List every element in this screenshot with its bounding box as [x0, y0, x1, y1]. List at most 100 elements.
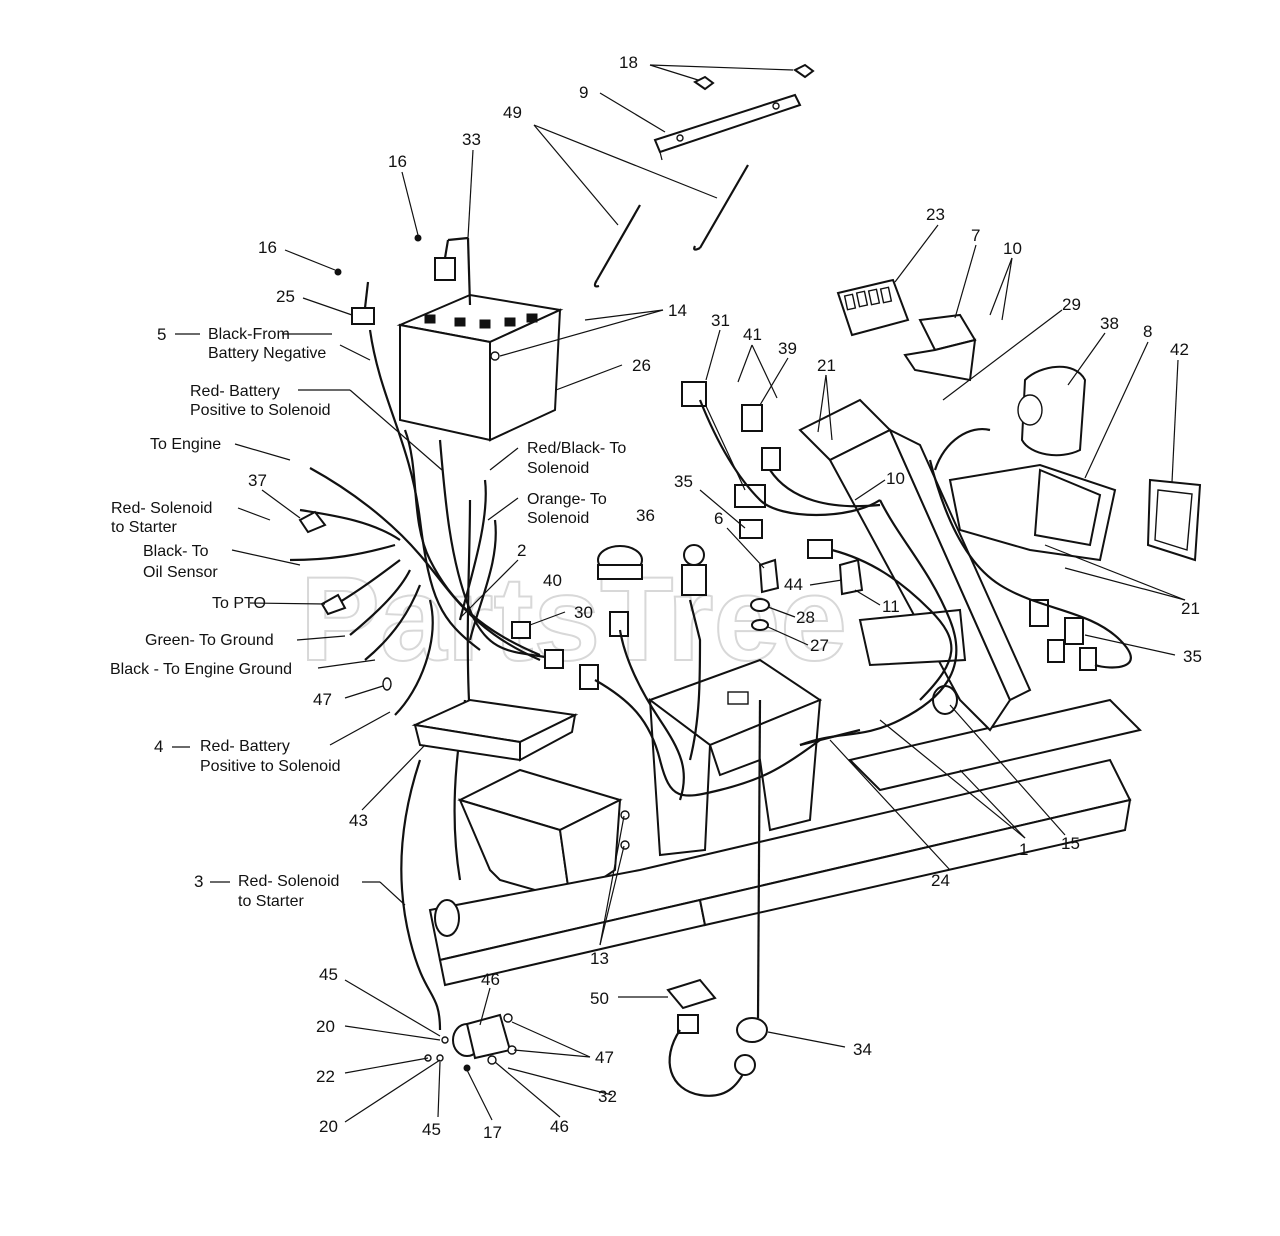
callout-6: 6: [714, 509, 723, 528]
key-switch-36: [681, 544, 707, 596]
red-battery-line1: Red- Battery: [190, 383, 280, 400]
lead-4-number: 4: [154, 737, 163, 756]
switch-39: [741, 404, 781, 471]
to-engine-label: To Engine: [150, 436, 221, 453]
red-solenoid-line1: Red- Solenoid: [111, 500, 212, 517]
lens-42: [1146, 478, 1202, 562]
callout-24: 24: [931, 871, 950, 890]
relay-31: [681, 381, 707, 407]
battery-26: [396, 293, 564, 442]
plugs-left: [579, 611, 629, 690]
red-black-line2: Solenoid: [527, 460, 589, 477]
callout-21b: 21: [1181, 599, 1200, 618]
plate-50: [666, 978, 746, 1097]
lead-3-line1: Red- Solenoid: [238, 873, 339, 890]
rod-49: [593, 164, 749, 288]
callout-35: 35: [674, 472, 693, 491]
pto-connector: [320, 593, 347, 616]
wiring-harness-2: [289, 329, 564, 721]
callout-15: 15: [1061, 834, 1080, 853]
callout-7: 7: [971, 226, 980, 245]
tray-43: [411, 698, 579, 762]
black-oil-line2: Oil Sensor: [143, 564, 218, 581]
light-6: [758, 558, 780, 594]
callout-50: 50: [590, 989, 609, 1008]
callout-47b: 47: [595, 1048, 614, 1067]
callout-42: 42: [1170, 340, 1189, 359]
red-solenoid-line2: to Starter: [111, 519, 177, 536]
connector-31b: [734, 484, 766, 508]
battery-bracket: [457, 768, 630, 902]
callout-27: 27: [810, 636, 829, 655]
lead-5-number: 5: [157, 325, 166, 344]
connector-35: [739, 519, 833, 559]
starter-solenoid: [424, 1013, 517, 1072]
callout-9: 9: [579, 83, 588, 102]
callout-46: 46: [481, 970, 500, 989]
callout-26: 26: [632, 356, 651, 375]
callout-25: 25: [276, 287, 295, 306]
callout-43: 43: [349, 811, 368, 830]
callout-29: 29: [1062, 295, 1081, 314]
callout-20: 20: [316, 1017, 335, 1036]
callout-1: 1: [1019, 840, 1028, 859]
callout-20b: 20: [319, 1117, 338, 1136]
callout-49: 49: [503, 103, 522, 122]
callout-37: 37: [248, 471, 267, 490]
callout-numbers: 18 9 49 33 16 16 25 14 26 23 7 10 29 38 …: [248, 53, 1202, 1142]
callout-13: 13: [590, 949, 609, 968]
orange-line1: Orange- To: [527, 491, 607, 508]
callout-44: 44: [784, 575, 803, 594]
screw-16b: [334, 268, 342, 276]
callout-32: 32: [598, 1087, 617, 1106]
callout-16: 16: [388, 152, 407, 171]
black-engine-ground-label: Black - To Engine Ground: [110, 661, 292, 678]
terminal-33: [434, 236, 472, 306]
clamp-25: [351, 281, 375, 325]
callout-30: 30: [574, 603, 593, 622]
callout-14: 14: [668, 301, 687, 320]
callout-18: 18: [619, 53, 638, 72]
washer-28-27: [750, 598, 770, 631]
callout-31: 31: [711, 311, 730, 330]
wire-descriptions: 5 Black-From Battery Negative Red- Batte…: [110, 325, 626, 910]
callout-40: 40: [543, 571, 562, 590]
bolt-37: [298, 510, 327, 534]
decal-23: [836, 278, 910, 337]
grommet-15: [932, 685, 958, 715]
lead-3-line2: to Starter: [238, 893, 304, 910]
callout-34: 34: [853, 1040, 872, 1059]
panel-8: [948, 463, 1117, 562]
callout-45b: 45: [422, 1120, 441, 1139]
callout-23: 23: [926, 205, 945, 224]
bracket-9: [653, 93, 802, 161]
black-oil-line1: Black- To: [143, 543, 209, 560]
callout-22: 22: [316, 1067, 335, 1086]
to-pto-label: To PTO: [212, 595, 266, 612]
frame: [428, 698, 1142, 987]
red-black-line1: Red/Black- To: [527, 440, 626, 457]
callout-16b: 16: [258, 238, 277, 257]
lead-5-line2: Battery Negative: [208, 345, 326, 362]
bracket-7: [903, 313, 977, 382]
switch-44: [838, 558, 864, 596]
lead-4-line1: Red- Battery: [200, 738, 290, 755]
callout-47: 47: [313, 690, 332, 709]
callout-21: 21: [817, 356, 836, 375]
screw-16: [414, 234, 422, 242]
callout-2: 2: [517, 541, 526, 560]
green-ground-label: Green- To Ground: [145, 632, 274, 649]
callout-35b: 35: [1183, 647, 1202, 666]
callout-10: 10: [1003, 239, 1022, 258]
callout-45: 45: [319, 965, 338, 984]
callout-8: 8: [1143, 322, 1152, 341]
callout-28: 28: [796, 608, 815, 627]
sensor-34: [734, 699, 768, 1076]
callout-38: 38: [1100, 314, 1119, 333]
headlight-38: [1017, 365, 1087, 457]
switch-35b: [1029, 599, 1097, 671]
connector-30: [511, 621, 531, 639]
dash-harness: [594, 399, 1132, 801]
lead-4-line2: Positive to Solenoid: [200, 758, 341, 775]
